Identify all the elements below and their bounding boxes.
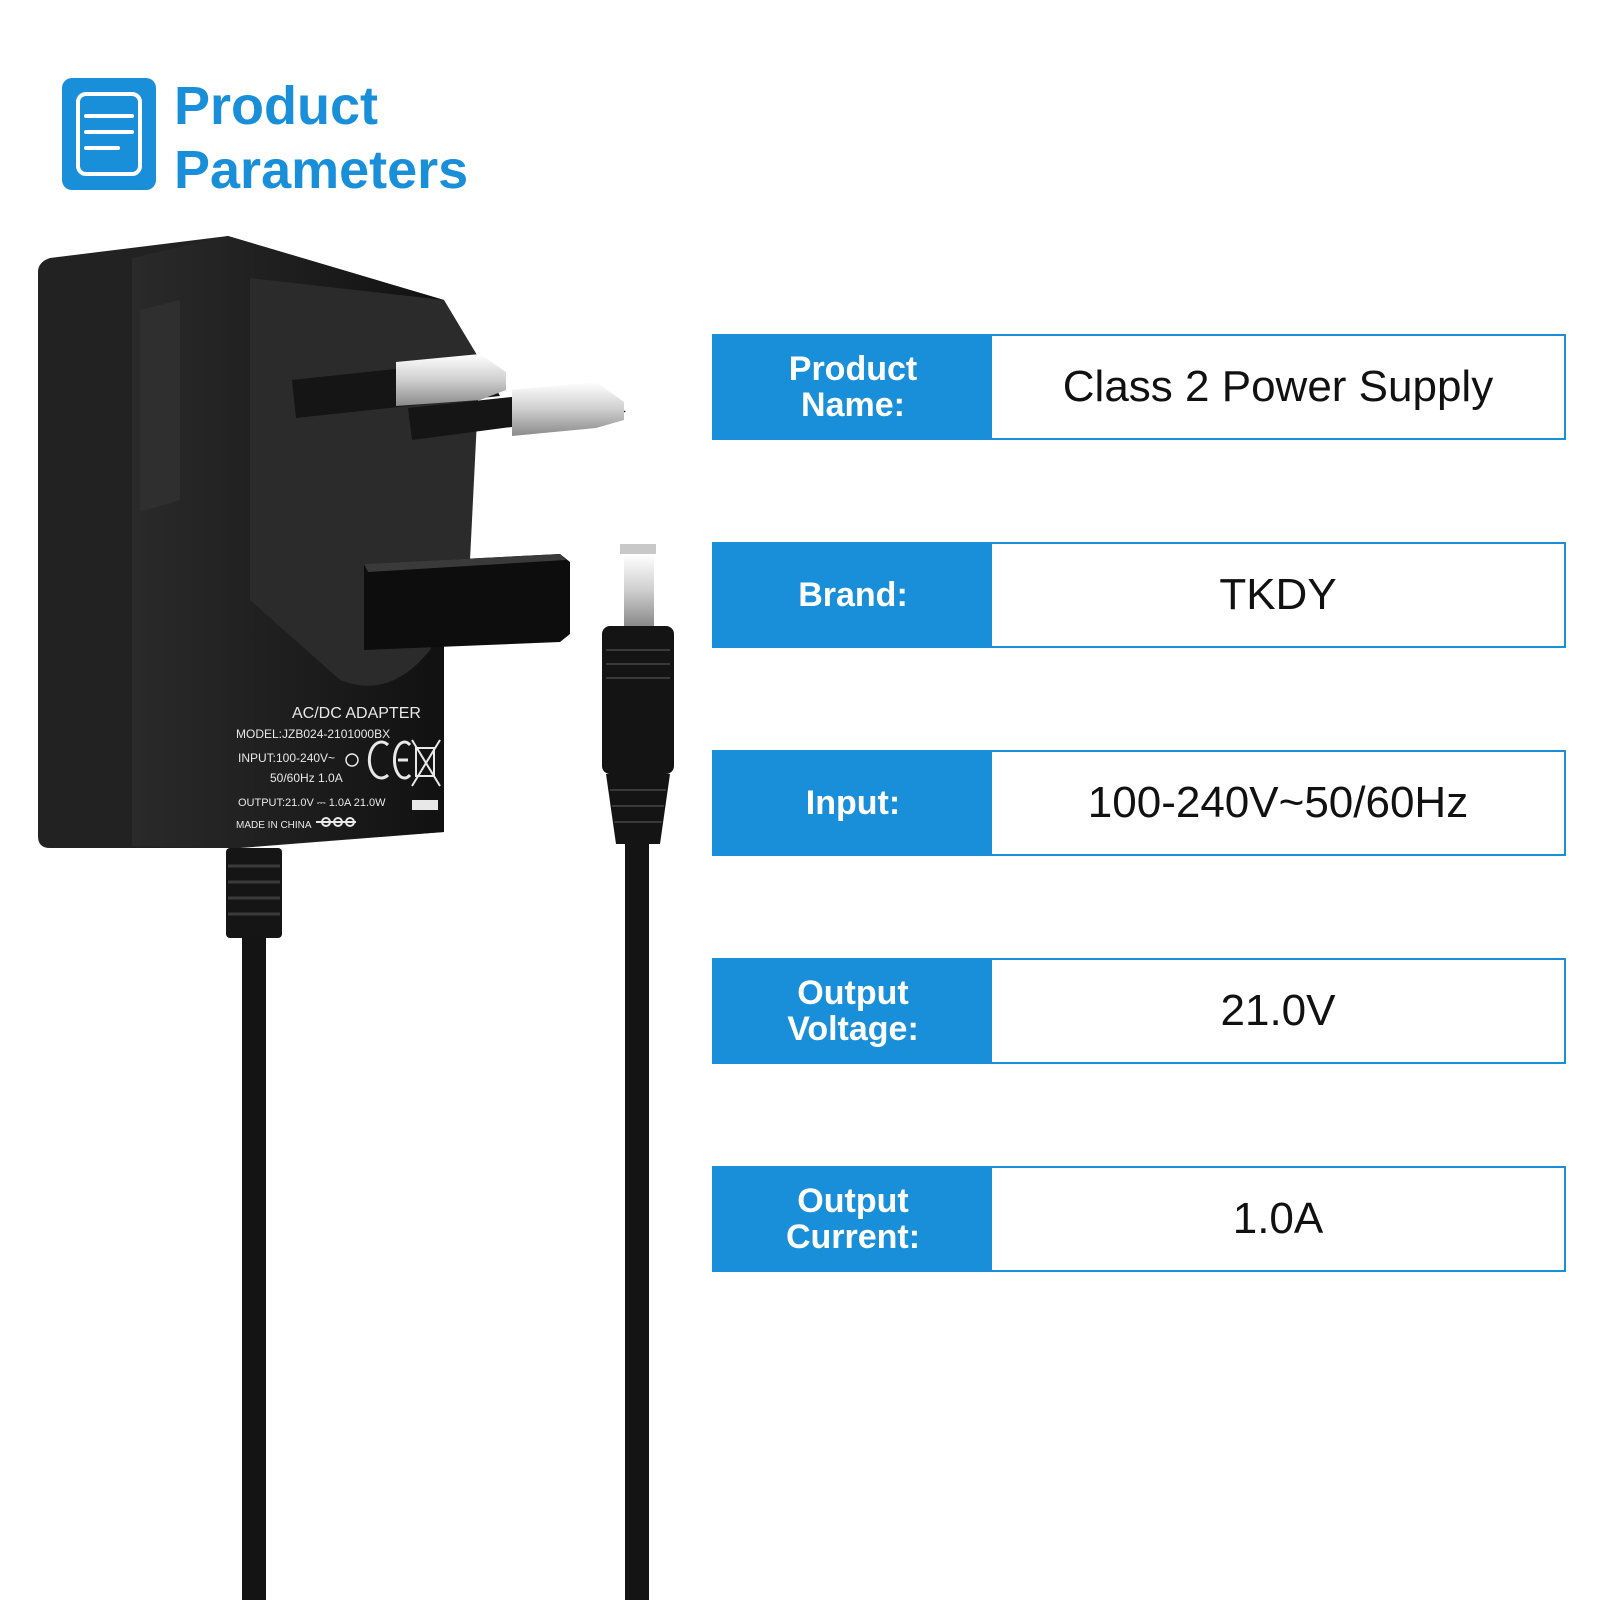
adapter-label-line-5: OUTPUT:21.0V ⎓ 1.0A 21.0W (238, 797, 386, 809)
param-value: 1.0A (1232, 1194, 1324, 1243)
output-cable (625, 844, 649, 1600)
certification-mark-icon (345, 753, 359, 767)
param-value: TKDY (1219, 570, 1337, 619)
document-list-icon (62, 78, 156, 190)
adapter-label-line-2: MODEL:JZB024-2101000BX (236, 727, 390, 741)
power-adapter-image: AC/DC ADAPTER MODEL:JZB024-2101000BX INP… (38, 236, 674, 1600)
param-row-output-voltage: Output Voltage: 21.0V (712, 958, 1566, 1064)
page-title: Product Parameters (174, 74, 468, 202)
param-value: Class 2 Power Supply (1062, 362, 1494, 411)
adapter-label-line-3: INPUT:100-240V~ (238, 751, 335, 765)
param-row-output-current: Output Current: 1.0A (712, 1166, 1566, 1272)
label-bar (412, 800, 438, 810)
param-value: 100-240V~50/60Hz (1087, 778, 1469, 827)
dc-barrel-plug (602, 544, 674, 844)
page-header: Product Parameters (62, 76, 468, 202)
adapter-label-line-1: AC/DC ADAPTER (292, 705, 421, 722)
title-line-2: Parameters (174, 140, 469, 200)
param-row-brand: Brand: TKDY (712, 542, 1566, 648)
param-label: Input: (714, 752, 992, 854)
param-row-input: Input: 100-240V~50/60Hz (712, 750, 1566, 856)
polarity-icon (316, 817, 356, 827)
param-label: Output Current: (714, 1168, 992, 1270)
cable-strain-relief (226, 848, 282, 938)
param-label: Product Name: (714, 336, 992, 438)
adapter-label-line-4: 50/60Hz 1.0A (270, 771, 343, 785)
param-value: 21.0V (1220, 986, 1336, 1035)
ce-mark-icon (367, 740, 412, 780)
title-line-1: Product (174, 76, 379, 136)
param-label: Brand: (714, 544, 992, 646)
param-label: Output Voltage: (714, 960, 992, 1062)
param-row-product-name: Product Name: Class 2 Power Supply (712, 334, 1566, 440)
input-cable (242, 936, 266, 1600)
adapter-label-line-6: MADE IN CHINA (236, 820, 312, 831)
weee-bin-icon (411, 739, 441, 787)
